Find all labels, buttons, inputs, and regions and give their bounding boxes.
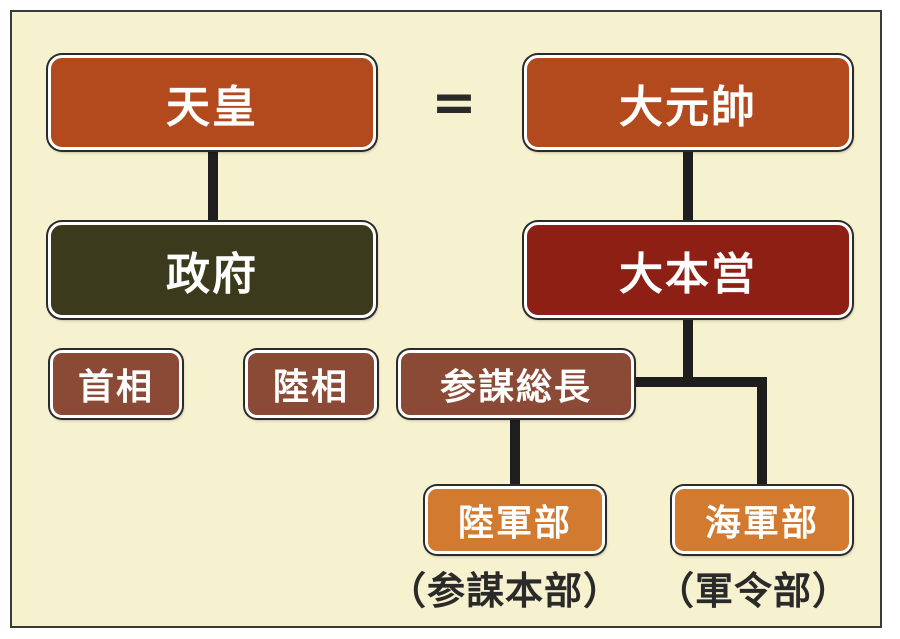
equals-sign: = — [431, 70, 477, 134]
node-rikusho: 陸相 — [245, 350, 377, 418]
node-shusho: 首相 — [50, 350, 182, 418]
node-tenno: 天皇 — [48, 55, 376, 150]
note-gunreibu: （軍令部） — [656, 569, 852, 613]
node-sanbo-socho: 参謀総長 — [398, 350, 634, 418]
node-daigensui: 大元帥 — [524, 55, 852, 150]
line-branch — [634, 377, 767, 486]
node-kaigunbu: 海軍部 — [672, 486, 852, 554]
node-seifu: 政府 — [48, 222, 376, 318]
node-daihonei: 大本営 — [524, 222, 852, 318]
node-rikugunbu: 陸軍部 — [425, 486, 605, 554]
note-sanbo-honbu: （参謀本部） — [388, 569, 623, 613]
